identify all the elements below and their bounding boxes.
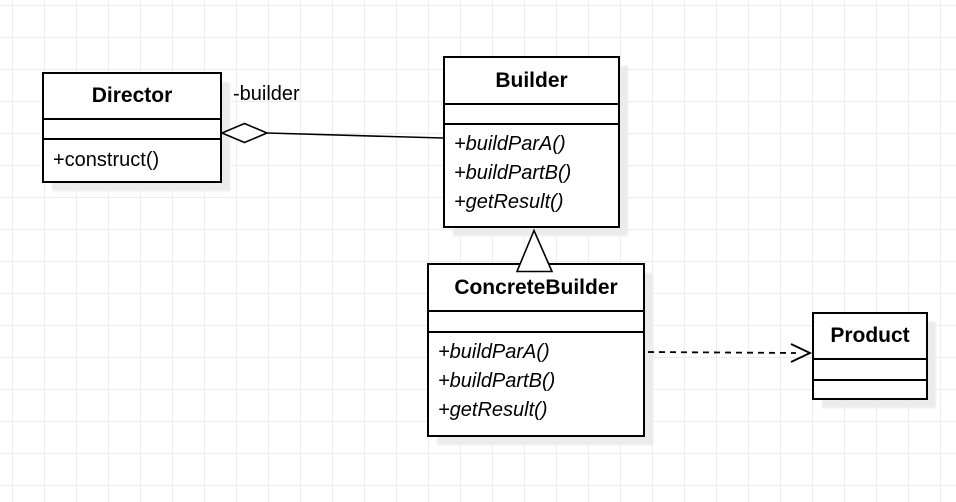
method-construct: +construct(): [53, 149, 160, 171]
edge-label-builder[interactable]: -builder: [233, 83, 300, 105]
class-box-product[interactable]: Product: [812, 312, 928, 400]
method-getresult: +getResult(): [454, 191, 564, 213]
class-attributes-director-empty: [44, 120, 220, 140]
method-buildpara: +buildParA(): [454, 133, 566, 155]
class-title-director: Director: [44, 74, 220, 120]
class-attributes-product-empty: [814, 360, 926, 381]
method-buildpartb: +buildPartB(): [454, 162, 572, 184]
class-methods-builder: +buildParA() +buildPartB() +getResult(): [445, 125, 618, 226]
class-title-concretebuilder: ConcreteBuilder: [429, 265, 643, 312]
class-methods-product-empty: [814, 381, 926, 398]
class-box-builder[interactable]: Builder +buildParA() +buildPartB() +getR…: [443, 56, 620, 228]
method-buildpara: +buildParA(): [438, 341, 550, 363]
class-title-product: Product: [814, 314, 926, 360]
dependency-open-arrowhead-icon: [790, 343, 813, 363]
class-methods-director: +construct(): [44, 140, 220, 181]
class-methods-concretebuilder: +buildParA() +buildPartB() +getResult(): [429, 333, 643, 435]
aggregation-diamond-icon: [219, 122, 270, 144]
method-buildpartb: +buildPartB(): [438, 370, 556, 392]
class-title-builder: Builder: [445, 58, 618, 105]
method-getresult: +getResult(): [438, 399, 548, 421]
dependency-edge-concretebuilder-product[interactable]: [647, 351, 797, 354]
class-box-concretebuilder[interactable]: ConcreteBuilder +buildParA() +buildPartB…: [427, 263, 645, 437]
class-attributes-builder-empty: [445, 105, 618, 125]
class-box-director[interactable]: Director +construct(): [42, 72, 222, 183]
aggregation-edge-director-builder[interactable]: [266, 132, 444, 139]
class-attributes-concretebuilder-empty: [429, 312, 643, 333]
